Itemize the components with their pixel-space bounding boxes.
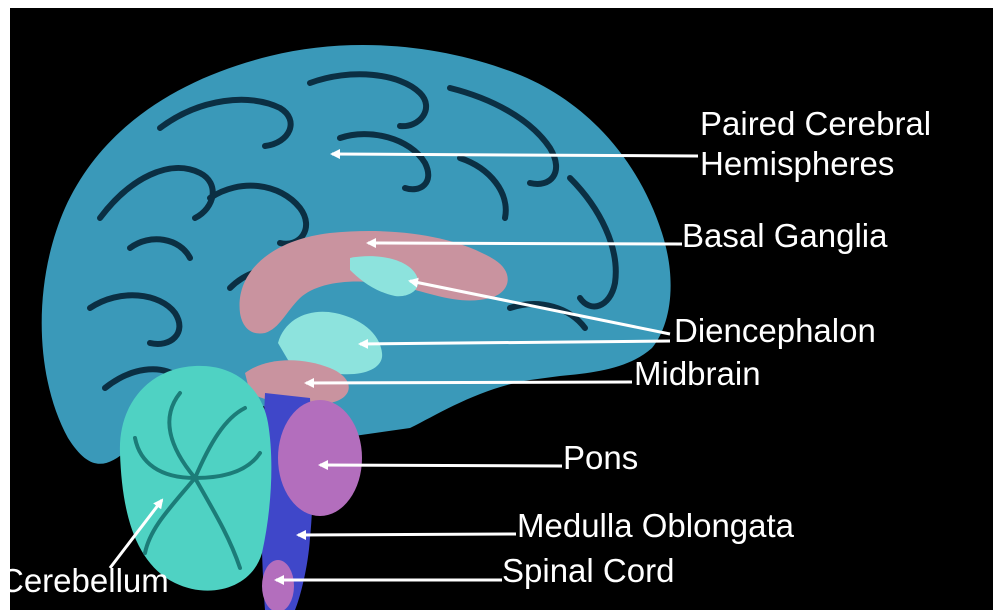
label-hemispheres-line1: Paired Cerebral: [700, 104, 931, 144]
label-hemispheres-line2: Hemispheres: [700, 144, 931, 184]
pons-region: [278, 400, 362, 516]
spinal-cord-region: [262, 560, 294, 610]
label-diencephalon: Diencephalon: [674, 313, 876, 349]
brain-image-panel: [10, 8, 993, 610]
label-medulla-oblongata: Medulla Oblongata: [517, 508, 794, 544]
arrow-basal-ganglia: [368, 243, 682, 244]
label-spinal-cord: Spinal Cord: [502, 553, 674, 589]
arrow-medulla: [298, 534, 516, 535]
label-cerebellum: Cerebellum: [0, 563, 169, 599]
arrow-pons: [320, 465, 562, 466]
label-basal-ganglia: Basal Ganglia: [682, 218, 887, 254]
arrow-hemispheres: [332, 154, 698, 156]
brain-mri-illustration: [10, 8, 993, 610]
label-pons: Pons: [563, 440, 638, 476]
arrow-midbrain: [306, 382, 632, 383]
label-midbrain: Midbrain: [634, 356, 761, 392]
label-paired-cerebral-hemispheres: Paired Cerebral Hemispheres: [700, 104, 931, 184]
